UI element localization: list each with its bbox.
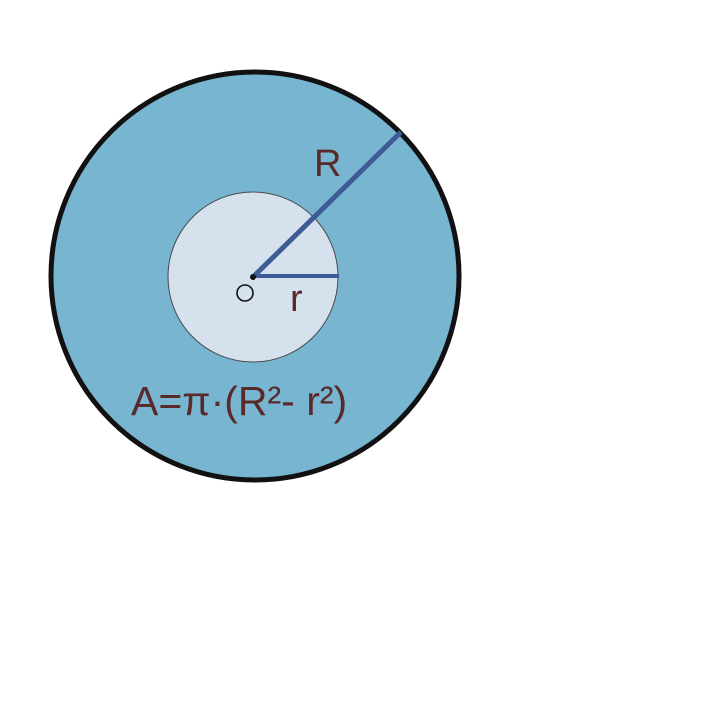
inner-radius-label: r (290, 278, 303, 320)
center-point-o (236, 284, 254, 302)
center-dot (250, 274, 256, 280)
outer-radius-label: R (314, 143, 341, 185)
outer-radius-line (251, 130, 403, 279)
area-formula: A=π·(R²- r²) (131, 378, 347, 424)
